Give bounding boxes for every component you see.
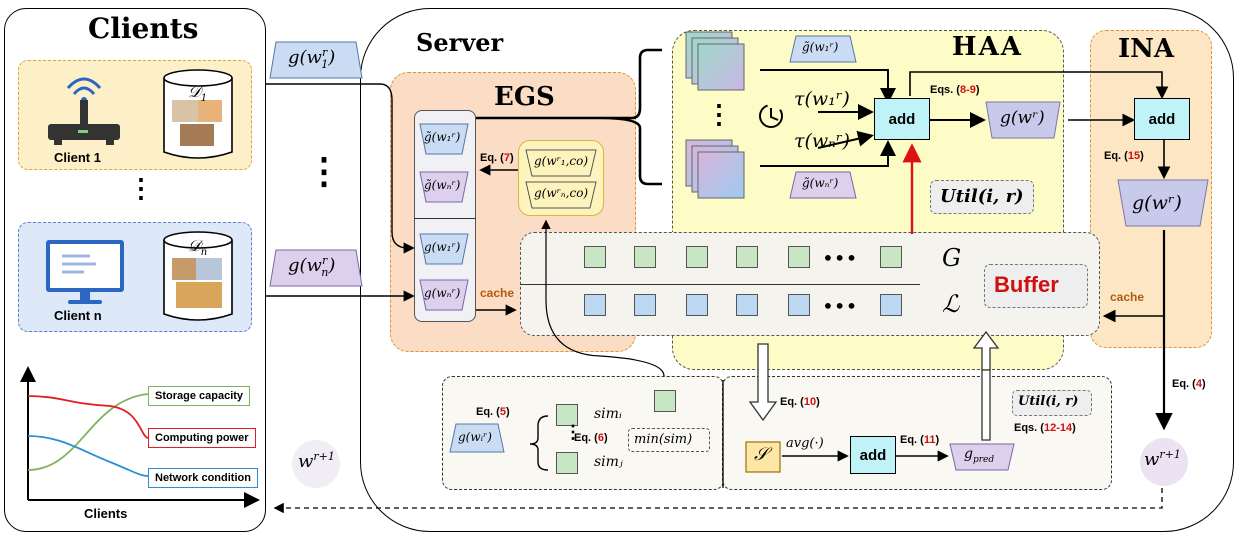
buffer-global-cell — [686, 246, 708, 268]
ina-eq15: Eq. (15) — [1104, 150, 1144, 162]
sim-cell-i — [556, 404, 578, 426]
buffer-global-dots: ••• — [822, 246, 858, 270]
sim-cell-j — [556, 452, 578, 474]
clients-title: Clients — [88, 12, 199, 45]
dataset-n-cylinder — [163, 231, 233, 321]
buffer-global-cell — [880, 246, 902, 268]
ina-gwr: g(wʳ) — [1132, 192, 1182, 214]
buffer-local-cell — [880, 294, 902, 316]
haa-vdots: ⋮ — [706, 100, 732, 130]
legend-storage: Storage capacity — [148, 386, 251, 406]
haa-tau1: τ(w₁ʳ) — [794, 88, 850, 110]
ina-add-node: add — [1134, 98, 1190, 140]
chart-xlabel: Clients — [84, 506, 128, 521]
sim-vdots: ⋮ — [564, 422, 582, 443]
minsim-box — [628, 428, 710, 452]
buffer-title: Buffer — [994, 272, 1059, 297]
egs-cache: cache — [480, 286, 515, 300]
buffer-global-label: G — [942, 244, 962, 272]
haa-gtn: g̃(wₙʳ) — [802, 176, 839, 190]
timer-icon — [759, 104, 783, 128]
buffer-local-label: ℒ — [942, 290, 960, 318]
ina-wnext: wr+1 — [1144, 448, 1181, 470]
ina-title: INA — [1118, 34, 1175, 64]
buffer-local-cell — [584, 294, 606, 316]
bottom-add-node: add — [850, 436, 896, 474]
egs-stack-divider — [414, 218, 476, 219]
client1-label: Client 1 — [54, 150, 101, 165]
haa-util: Util(i, r) — [940, 186, 1024, 207]
buffer-local-cell — [788, 294, 810, 316]
gpred-label: gpred — [964, 446, 995, 465]
egs-g1: g(w₁ʳ) — [424, 240, 461, 254]
buffer-local-cell — [736, 294, 758, 316]
avg-label: avg(·) — [786, 436, 824, 451]
legend-network: Network condition — [148, 468, 258, 488]
egs-title: EGS — [494, 82, 555, 112]
upload-vdots: ⋮ — [306, 150, 342, 192]
sim-cell-min — [654, 390, 676, 412]
datasetn-label: 𝒟n — [188, 236, 208, 259]
egs-gt1: g̃(w₁ʳ) — [424, 130, 461, 144]
eqs1214-label: Eqs. (12-14) — [1014, 422, 1076, 434]
monitor-icon — [46, 240, 124, 304]
client-wnext: wr+1 — [298, 450, 335, 472]
buffer-global-cell — [788, 246, 810, 268]
haa-taun: τ(wₙʳ) — [794, 130, 850, 152]
legend-computing: Computing power — [148, 428, 256, 448]
eq10-label: Eq. (10) — [780, 396, 820, 408]
buffer-label-box — [984, 264, 1088, 308]
egs-gtn: g̃(wₙʳ) — [424, 178, 461, 192]
dataset1-label: 𝒟1 — [188, 82, 208, 105]
clientn-label: Client n — [54, 308, 102, 323]
clients-panel — [4, 8, 266, 532]
buffer-global-cell — [736, 246, 758, 268]
minsim-label: min(sim) — [634, 432, 693, 447]
upload-gn: g(wrn) — [288, 254, 336, 279]
buffer-global-cell — [584, 246, 606, 268]
sim-j-label: simⱼ — [594, 454, 623, 470]
bottom-gwi: g(wᵢʳ) — [458, 430, 492, 444]
eq5-label: Eq. (5) — [476, 406, 510, 418]
buffer-local-cell — [686, 294, 708, 316]
haa-gwr: g(wʳ) — [1000, 108, 1045, 128]
haa-eqs: Eqs. (8-9) — [930, 84, 980, 96]
egs-co1: g(wʳ₁,co) — [534, 154, 589, 168]
clients-vdots: ⋮ — [128, 174, 154, 204]
eq6-label: Eq. (6) — [574, 432, 608, 444]
egs-gn: g(wₙʳ) — [424, 286, 461, 300]
upload-g1: g(wr1) — [288, 46, 336, 71]
dataset-1-cylinder — [163, 69, 233, 159]
eq11-label: Eq. (11) — [900, 434, 940, 446]
haa-add-node: add — [874, 98, 930, 140]
util-label-box-bottom — [1012, 390, 1092, 416]
server-title: Server — [416, 28, 504, 57]
router-icon — [48, 77, 120, 145]
buffer-row-divider — [520, 284, 920, 285]
util-label-box-haa — [930, 180, 1034, 214]
s-node-label: 𝒮 — [754, 444, 768, 465]
haa-title: HAA — [952, 32, 1023, 62]
haa-gt1: g̃(w₁ʳ) — [802, 40, 839, 54]
buffer-local-cell — [634, 294, 656, 316]
ina-eq4: Eq. (4) — [1172, 378, 1206, 390]
bottom-util: Util(i, r) — [1018, 394, 1079, 409]
egs-con: g(wʳₙ,co) — [534, 186, 589, 200]
buffer-local-dots: ••• — [822, 294, 858, 318]
egs-eq7: Eq. (7) — [480, 152, 514, 164]
resource-chart — [20, 366, 260, 508]
sim-i-label: simᵢ — [594, 406, 622, 422]
buffer-global-cell — [634, 246, 656, 268]
ina-cache: cache — [1110, 290, 1145, 304]
server-panel — [360, 8, 1234, 532]
